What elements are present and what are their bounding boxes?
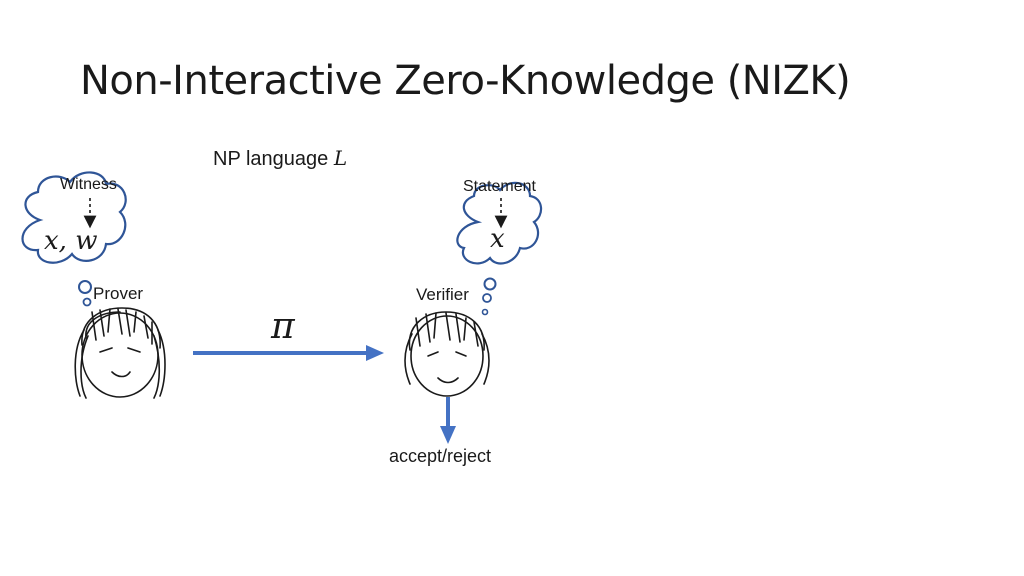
verifier-output-arrow [440, 397, 456, 444]
verifier-thought-bubble-medium [482, 293, 492, 303]
verifier-face-icon [404, 311, 490, 397]
accept-reject-label: accept/reject [389, 446, 492, 466]
witness-caption: Witness [60, 176, 117, 193]
verifier-thought-bubble-large [483, 277, 497, 291]
np-language-text: NP language [213, 148, 329, 170]
slide-title: Non-Interactive Zero-Knowledge (NIZK) [80, 58, 851, 104]
prover-thought-cloud [21, 171, 127, 264]
prover-label: Prover [93, 284, 144, 303]
np-language-label: NP language L [213, 146, 347, 171]
proof-symbol: π [271, 306, 295, 347]
prover-thought-bubble-small [82, 297, 92, 307]
proof-message-arrow [193, 345, 384, 361]
language-symbol: L [333, 146, 348, 170]
prover-thought-content: x, w [44, 226, 98, 256]
prover-face-icon [74, 307, 166, 399]
prover-thought-bubble-large [78, 280, 92, 294]
verifier-thought-content: x [490, 224, 505, 254]
verifier-label: Verifier [416, 285, 469, 304]
statement-caption: Statement [463, 178, 536, 195]
verifier-thought-bubble-small [481, 308, 489, 316]
